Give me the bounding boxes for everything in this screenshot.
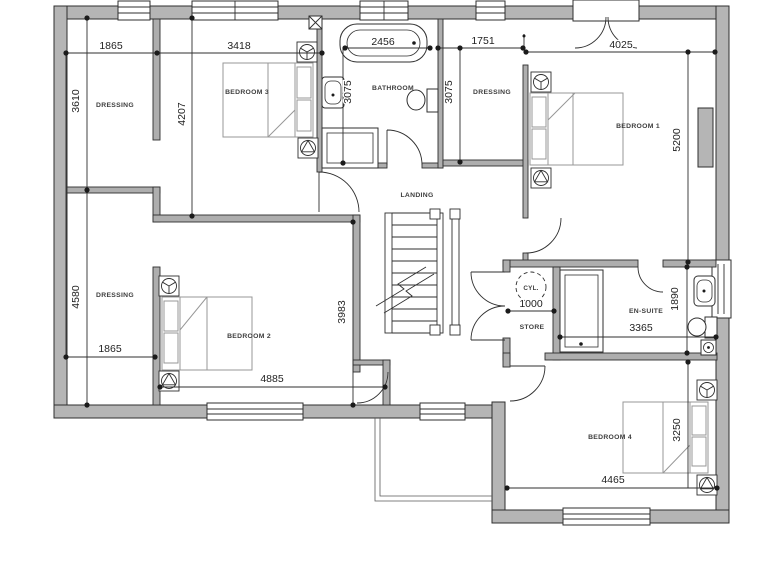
bedroom2-door bbox=[356, 371, 389, 404]
ceiling-light-icon bbox=[696, 474, 718, 496]
room-label-bathroom: BATHROOM bbox=[372, 85, 414, 92]
toilet bbox=[406, 89, 426, 111]
ceiling-fan-icon bbox=[158, 275, 180, 297]
window bbox=[419, 402, 466, 421]
ceiling-light-icon bbox=[297, 137, 319, 159]
room-labels: DRESSING BEDROOM 3 BATHROOM DRESSING BED… bbox=[96, 85, 663, 441]
dim-label: 4207 bbox=[176, 102, 188, 126]
window bbox=[475, 0, 506, 21]
dim-label: 4025 bbox=[609, 39, 633, 51]
ceiling-fan-icon bbox=[696, 379, 718, 401]
hot-water-cylinder-icon bbox=[515, 271, 547, 303]
dim-label: 4885 bbox=[260, 373, 284, 385]
ceiling-fan-icon bbox=[296, 41, 318, 63]
extractor-vent-icon bbox=[308, 15, 323, 30]
room-label-dressing-nw: DRESSING bbox=[96, 102, 134, 109]
dim-label: 3610 bbox=[70, 89, 82, 113]
room-label-ensuite: EN-SUITE bbox=[629, 308, 663, 315]
dim-label: 5200 bbox=[671, 128, 683, 152]
newel-post bbox=[429, 324, 441, 336]
dim-label: 3075 bbox=[443, 80, 455, 104]
room-label-dressing-w: DRESSING bbox=[96, 292, 134, 299]
wash-basin bbox=[321, 76, 345, 109]
wardrobe-partition bbox=[152, 18, 161, 141]
dim-label: 3250 bbox=[671, 418, 683, 442]
dim-label: 1000 bbox=[519, 298, 543, 310]
french-door-leaves bbox=[574, 16, 638, 49]
fixtures bbox=[308, 15, 718, 356]
bed-bedroom3 bbox=[222, 62, 314, 138]
stair-treads bbox=[392, 212, 437, 334]
dim-label: 1890 bbox=[669, 287, 681, 311]
room-label-dressing-ne: DRESSING bbox=[473, 89, 511, 96]
bed-bedroom1 bbox=[529, 92, 624, 166]
dim-label: 3365 bbox=[629, 322, 653, 334]
shower-tray bbox=[321, 127, 379, 169]
room-label-store: STORE bbox=[520, 324, 545, 331]
ensuite-door bbox=[637, 266, 664, 293]
bed-bedroom4 bbox=[622, 401, 709, 474]
room-label-bedroom1: BEDROOM 1 bbox=[616, 123, 660, 130]
dim-label: 1751 bbox=[471, 35, 495, 47]
dimension-lines bbox=[63, 15, 720, 491]
chimney-breast bbox=[697, 107, 714, 168]
window bbox=[206, 402, 304, 421]
bedroom1-door bbox=[525, 217, 562, 254]
ceiling-fan-icon bbox=[530, 71, 552, 93]
dim-label: 4580 bbox=[70, 285, 82, 309]
dim-label: 3983 bbox=[336, 300, 348, 324]
room-label-cylinder: CYL. bbox=[523, 285, 538, 292]
toilet-cistern bbox=[426, 88, 439, 113]
room-label-bedroom3: BEDROOM 3 bbox=[225, 89, 269, 96]
dim-label: 4465 bbox=[601, 474, 625, 486]
bed-bedroom2 bbox=[161, 296, 253, 371]
wardrobe-partition bbox=[152, 266, 161, 406]
lower-roof-outline bbox=[374, 418, 492, 502]
dim-label: 1865 bbox=[99, 40, 123, 52]
beds bbox=[161, 62, 709, 474]
bedroom3-door bbox=[318, 171, 360, 213]
dimension-dots bbox=[63, 15, 720, 491]
ensuite-shower-tray bbox=[559, 269, 604, 353]
room-label-bedroom4: BEDROOM 4 bbox=[588, 434, 632, 441]
window bbox=[117, 0, 151, 21]
store-double-doors bbox=[470, 271, 506, 341]
bath-tap bbox=[412, 41, 416, 45]
windows bbox=[117, 0, 732, 526]
bathroom-door bbox=[386, 129, 423, 166]
stair-break-line bbox=[375, 266, 435, 314]
ensuite-toilet bbox=[687, 317, 707, 337]
ceiling-light-icon bbox=[530, 167, 552, 189]
newel-post bbox=[449, 324, 461, 336]
dim-label: 3418 bbox=[227, 40, 251, 52]
bathtub bbox=[339, 23, 428, 63]
floor-drain-icon bbox=[700, 339, 717, 356]
dimension-labels: 1865 3418 2456 1751 4025 3610 4580 4207 … bbox=[69, 34, 685, 488]
doors bbox=[318, 129, 664, 404]
room-label-bedroom2: BEDROOM 2 bbox=[227, 333, 271, 340]
room-label-landing: LANDING bbox=[400, 192, 433, 199]
bedroom4-door bbox=[509, 365, 546, 402]
newel-post bbox=[449, 208, 461, 220]
newel-post bbox=[429, 208, 441, 220]
dim-label: 3075 bbox=[342, 80, 354, 104]
dim-label: 1865 bbox=[98, 343, 122, 355]
window bbox=[562, 507, 651, 526]
dim-label: 2456 bbox=[371, 36, 395, 48]
staircase bbox=[375, 208, 461, 336]
